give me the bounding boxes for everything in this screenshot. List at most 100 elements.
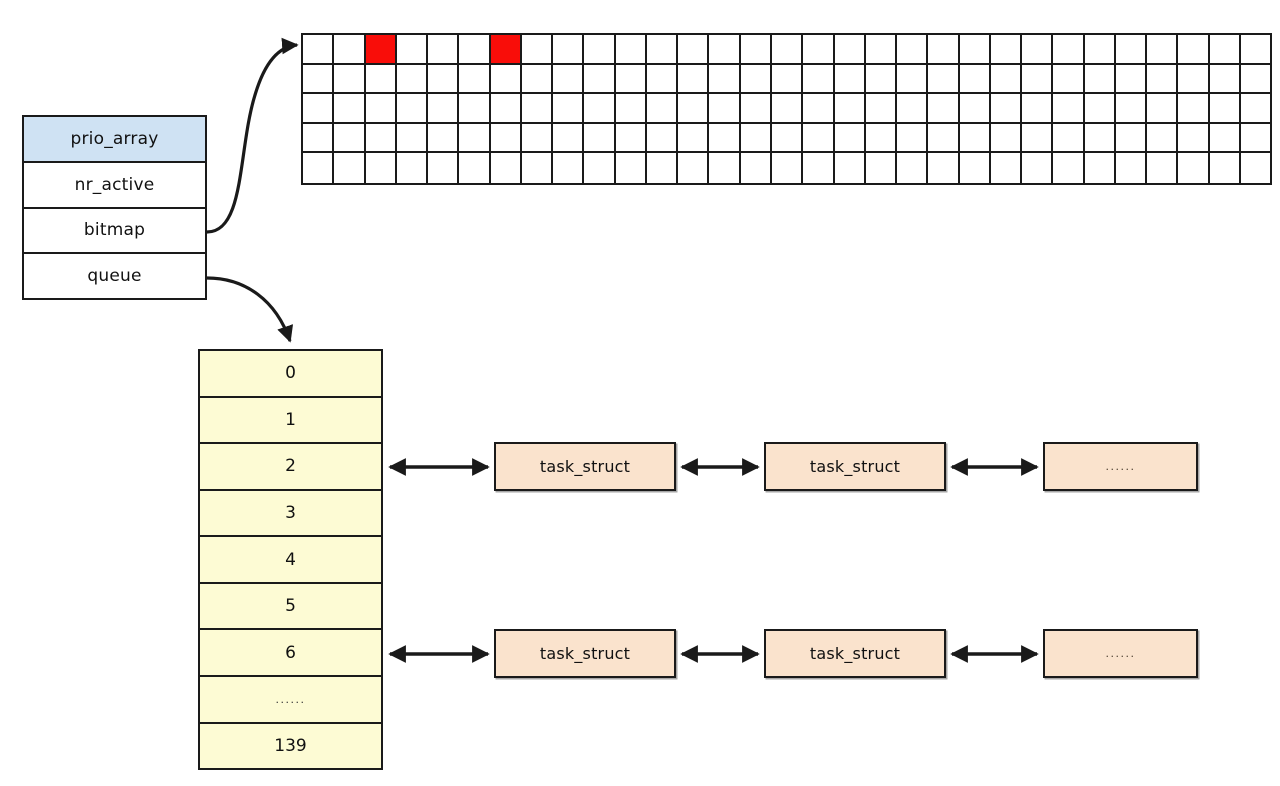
bitmap-cell-empty[interactable] [1209,123,1241,154]
bitmap-cell-empty[interactable] [459,35,491,65]
bitmap-cell-empty[interactable] [615,123,647,154]
bitmap-cell-empty[interactable] [928,123,960,154]
bitmap-cell-empty[interactable] [959,64,991,95]
bitmap-cell-empty[interactable] [897,153,929,183]
queue-cell[interactable]: 4 [200,537,381,584]
bitmap-cell-empty[interactable] [990,64,1023,95]
bitmap-cell-empty[interactable] [615,153,647,183]
bitmap-cell-empty[interactable] [959,35,991,65]
bitmap-cell-empty[interactable] [1115,64,1148,95]
bitmap-cell-empty[interactable] [990,94,1023,124]
bitmap-cell-empty[interactable] [334,153,366,183]
bitmap-cell-empty[interactable] [678,153,710,183]
bitmap-cell-empty[interactable] [615,35,647,65]
bitmap-cell-empty[interactable] [1053,123,1085,154]
bitmap-cell-empty[interactable] [303,94,335,124]
bitmap-cell-empty[interactable] [584,153,616,183]
bitmap-cell-empty[interactable] [834,94,866,124]
bitmap-cell-empty[interactable] [771,94,804,124]
bitmap-cell-empty[interactable] [1053,64,1085,95]
queue-cell[interactable]: 139 [200,723,381,769]
bitmap-cell-empty[interactable] [1147,153,1179,183]
bitmap-cell-empty[interactable] [990,153,1023,183]
bitmap-cell-empty[interactable] [1209,35,1241,65]
bitmap-cell-empty[interactable] [1209,64,1241,95]
bitmap-cell-empty[interactable] [771,123,804,154]
bitmap-cell-empty[interactable] [490,94,522,124]
bitmap-cell-empty[interactable] [334,94,366,124]
bitmap-cell-empty[interactable] [428,153,460,183]
bitmap-cell-empty[interactable] [396,35,429,65]
bitmap-cell-empty[interactable] [928,94,960,124]
bitmap-cell-empty[interactable] [365,153,397,183]
bitmap-cell-empty[interactable] [990,123,1023,154]
bitmap-cell-empty[interactable] [1053,94,1085,124]
bitmap-cell-empty[interactable] [865,123,898,154]
bitmap-cell-empty[interactable] [834,123,866,154]
bitmap-cell-set[interactable] [490,35,522,65]
bitmap-cell-empty[interactable] [834,35,866,65]
bitmap-cell-empty[interactable] [865,153,898,183]
bitmap-cell-empty[interactable] [365,94,397,124]
bitmap-cell-empty[interactable] [646,153,679,183]
bitmap-cell-empty[interactable] [771,153,804,183]
bitmap-cell-empty[interactable] [709,35,741,65]
queue-cell-ellipsis[interactable]: ...... [200,676,381,724]
bitmap-cell-empty[interactable] [740,64,772,95]
bitmap-cell-empty[interactable] [1178,94,1210,124]
bitmap-cell-empty[interactable] [1053,35,1085,65]
bitmap-cell-empty[interactable] [646,94,679,124]
bitmap-cell-empty[interactable] [928,64,960,95]
bitmap-cell-empty[interactable] [553,35,585,65]
bitmap-cell-empty[interactable] [1084,123,1116,154]
queue-cell[interactable]: 1 [200,397,381,445]
bitmap-cell-empty[interactable] [1053,153,1085,183]
queue-cell[interactable]: 3 [200,490,381,538]
bitmap-cell-empty[interactable] [709,64,741,95]
bitmap-cell-empty[interactable] [740,123,772,154]
bitmap-cell-empty[interactable] [584,94,616,124]
bitmap-cell-empty[interactable] [1115,94,1148,124]
bitmap-cell-empty[interactable] [771,35,804,65]
bitmap-cell-empty[interactable] [1022,35,1054,65]
bitmap-cell-empty[interactable] [928,35,960,65]
bitmap-cell-empty[interactable] [646,35,679,65]
bitmap-cell-empty[interactable] [834,64,866,95]
bitmap-cell-empty[interactable] [303,123,335,154]
bitmap-cell-empty[interactable] [740,35,772,65]
queue-cell[interactable]: 2 [200,444,381,491]
bitmap-cell-empty[interactable] [1240,94,1271,124]
bitmap-cell-empty[interactable] [303,153,335,183]
bitmap-cell-empty[interactable] [396,153,429,183]
bitmap-cell-empty[interactable] [428,123,460,154]
bitmap-cell-empty[interactable] [865,94,898,124]
bitmap-cell-empty[interactable] [303,35,335,65]
bitmap-cell-empty[interactable] [709,123,741,154]
bitmap-cell-empty[interactable] [897,94,929,124]
bitmap-cell-empty[interactable] [615,94,647,124]
bitmap-cell-empty[interactable] [521,94,554,124]
bitmap-cell-empty[interactable] [615,64,647,95]
bitmap-cell-empty[interactable] [553,153,585,183]
bitmap-cell-empty[interactable] [584,35,616,65]
bitmap-cell-empty[interactable] [490,123,522,154]
bitmap-cell-empty[interactable] [1240,64,1271,95]
bitmap-cell-empty[interactable] [459,123,491,154]
bitmap-cell-empty[interactable] [1115,123,1148,154]
bitmap-cell-empty[interactable] [1209,153,1241,183]
bitmap-cell-empty[interactable] [396,94,429,124]
bitmap-cell-empty[interactable] [1147,35,1179,65]
bitmap-cell-empty[interactable] [553,123,585,154]
bitmap-cell-empty[interactable] [303,64,335,95]
queue-cell[interactable]: 0 [200,351,381,398]
bitmap-cell-empty[interactable] [1022,64,1054,95]
bitmap-cell-empty[interactable] [959,94,991,124]
bitmap-cell-empty[interactable] [584,123,616,154]
bitmap-cell-empty[interactable] [834,153,866,183]
bitmap-cell-empty[interactable] [428,35,460,65]
bitmap-cell-empty[interactable] [521,64,554,95]
bitmap-cell-empty[interactable] [1240,153,1271,183]
bitmap-cell-empty[interactable] [803,123,835,154]
bitmap-cell-empty[interactable] [584,64,616,95]
bitmap-cell-empty[interactable] [1115,153,1148,183]
